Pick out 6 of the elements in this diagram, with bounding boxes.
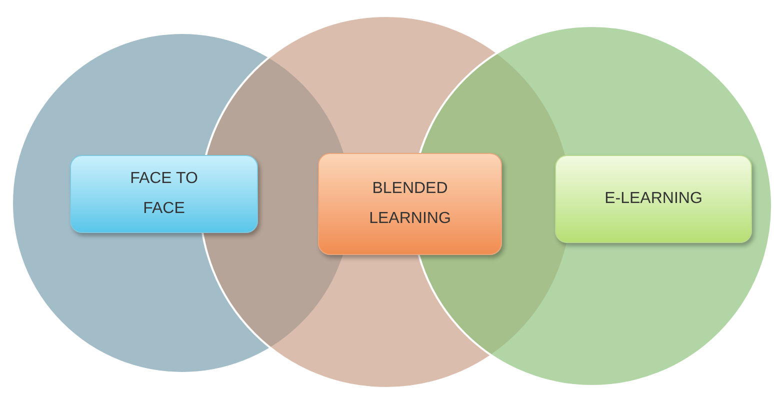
- box-label: E-LEARNING: [604, 189, 704, 209]
- box-label: FACE TO FACE: [129, 169, 199, 219]
- label-box: [318, 153, 502, 255]
- label-box: [70, 155, 258, 233]
- label-box: [555, 155, 752, 243]
- box-label: BLENDED LEARNING: [368, 179, 452, 229]
